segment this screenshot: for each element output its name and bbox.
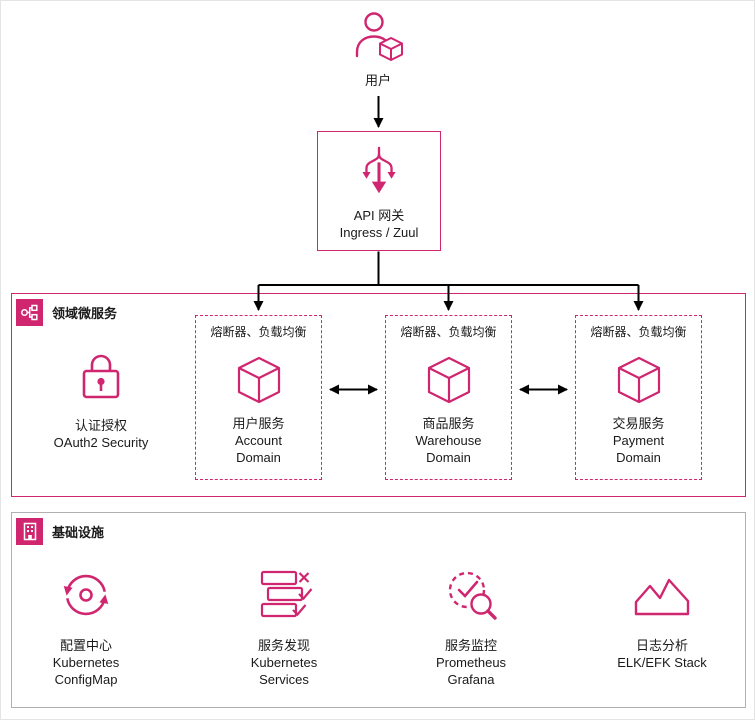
infra-name: 服务发现 [257,638,310,653]
circuit-breaker-label: 熔断器、负载均衡 [210,325,307,339]
domain-section-title: 领域微服务 [52,306,118,321]
infra-line2: ELK/EFK Stack [617,655,707,670]
config-cycle-icon [59,566,113,624]
cube-icon [427,356,470,404]
infra-line2: Kubernetes [250,655,318,670]
infrastructure-section-header: 基础设施 [16,518,104,545]
user-with-cube-icon [355,12,403,61]
service-name: 用户服务 [232,416,285,431]
user-label: 用户 [364,73,391,88]
infra-name: 服务监控 [444,638,497,653]
service-list-icon [255,566,313,624]
cube-icon [617,356,660,404]
monitor-magnifier-icon [443,566,499,624]
circuit-breaker-label: 熔断器、负载均衡 [400,325,497,339]
service-domain-en: Payment [612,433,665,448]
service-name: 商品服务 [422,416,475,431]
infra-line3: Grafana [447,672,495,687]
auth-labels: 认证授权 OAuth2 Security [21,417,181,451]
microservices-sitemap-icon [16,299,43,326]
infra-line3: Services [259,672,309,687]
api-gateway-node: API 网关 Ingress / Zuul [317,131,441,251]
infrastructure-section [11,512,746,708]
domain-microservices-section [11,293,746,497]
infra-name: 日志分析 [635,638,688,653]
circuit-breaker-label: 熔断器、负载均衡 [590,325,687,339]
service-domain-en: Account [235,433,282,448]
service-box-payment: 熔断器、负载均衡 交易服务 Payment Domain [575,315,702,480]
cube-icon [237,356,280,404]
gateway-subtitle: Ingress / Zuul [339,225,419,240]
service-domain-suffix: Domain [236,450,281,465]
gateway-title: API 网关 [353,208,405,223]
service-name: 交易服务 [612,416,665,431]
domain-section-header: 领域微服务 [16,299,117,326]
ingress-fork-arrow-icon [362,146,396,194]
infra-line2: Prometheus [435,655,507,670]
service-domain-suffix: Domain [616,450,661,465]
service-box-account: 熔断器、负载均衡 用户服务 Account Domain [195,315,322,480]
infra-line2: Kubernetes [52,655,120,670]
auth-title: 认证授权 [74,418,127,433]
infra-item-service-discovery: 服务发现 Kubernetes Services [209,566,359,688]
infra-item-config-center: 配置中心 Kubernetes ConfigMap [11,566,161,688]
service-box-warehouse: 熔断器、负载均衡 商品服务 Warehouse Domain [385,315,512,480]
infra-item-log-analysis: 日志分析 ELK/EFK Stack [587,566,737,671]
log-mountain-icon [633,566,691,624]
infrastructure-section-title: 基础设施 [52,525,105,540]
infra-name: 配置中心 [59,638,112,653]
lock-icon [82,354,120,399]
infra-line3: ConfigMap [54,672,118,687]
building-icon [16,518,43,545]
infra-item-monitoring: 服务监控 Prometheus Grafana [396,566,546,688]
service-domain-suffix: Domain [426,450,471,465]
auth-subtitle: OAuth2 Security [53,435,149,450]
service-domain-en: Warehouse [415,433,482,448]
